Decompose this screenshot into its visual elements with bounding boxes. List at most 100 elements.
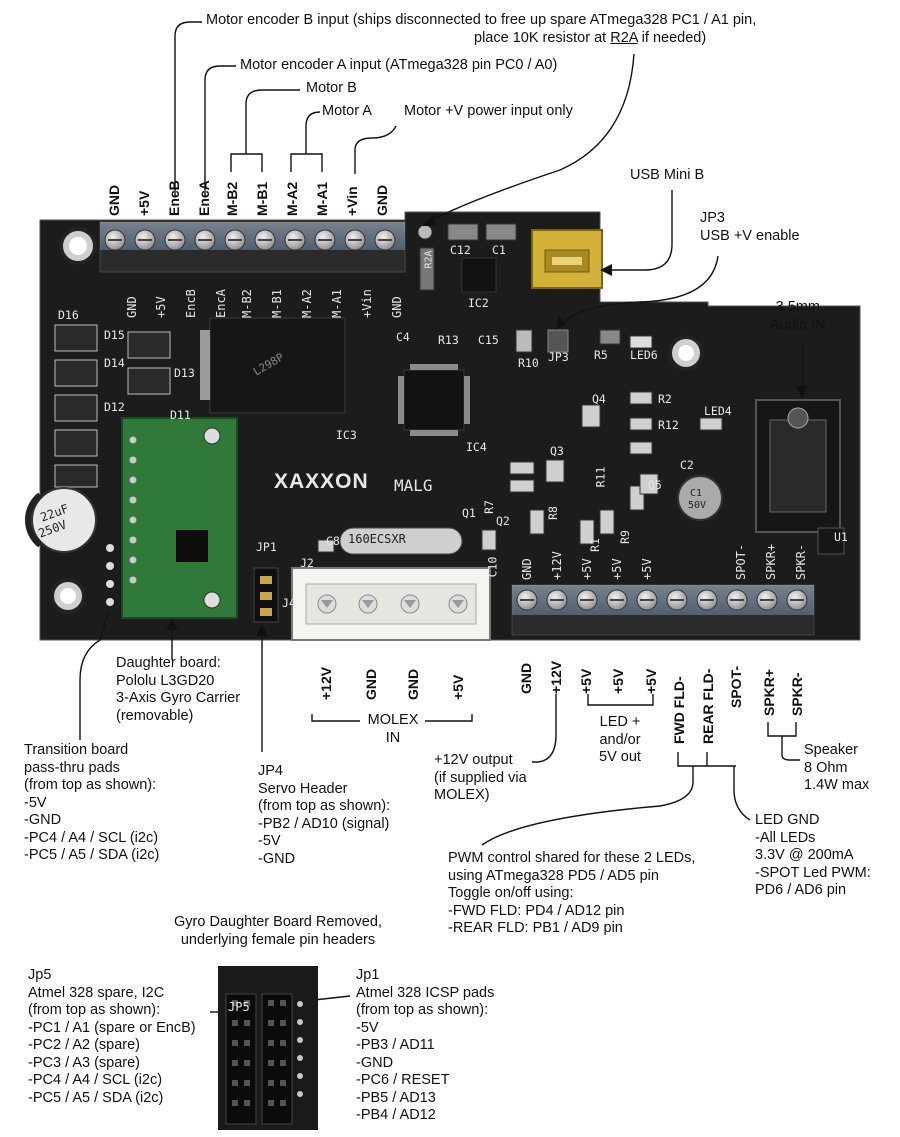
ref-ic2: IC2 bbox=[468, 296, 489, 310]
silk-ma2: M-A2 bbox=[300, 289, 314, 318]
driver-marking: L298P bbox=[250, 350, 287, 379]
cap2-ref-label: C1 bbox=[690, 488, 703, 499]
brand-logo: XAXXON bbox=[274, 470, 369, 493]
silk-b-5v1: +5V bbox=[580, 558, 594, 580]
ref-q4: Q4 bbox=[592, 392, 606, 406]
ref-r8: R8 bbox=[545, 506, 560, 520]
ref-c12: C12 bbox=[450, 243, 471, 257]
ref-r10: R10 bbox=[518, 356, 539, 370]
silk-b-12v: +12V bbox=[550, 551, 564, 580]
ref-r9: R9 bbox=[617, 530, 632, 544]
ref-q5: Q5 bbox=[648, 478, 662, 492]
ref-r5: R5 bbox=[594, 348, 608, 362]
molex-pin-gnd1: GND bbox=[363, 668, 379, 700]
mount-hole-tl bbox=[59, 227, 97, 265]
term-label-encb: EncB bbox=[166, 180, 182, 216]
ref-r2: R2 bbox=[658, 392, 672, 406]
ref-led4: LED4 bbox=[704, 404, 732, 418]
term-label-mb2: M-B2 bbox=[224, 181, 240, 216]
term-label-mb1: M-B1 bbox=[254, 181, 270, 216]
ref-c10: C10 bbox=[485, 556, 500, 578]
term-label-enca: EncA bbox=[196, 180, 212, 216]
ref-d16: D16 bbox=[58, 308, 79, 322]
ref-j4: J4 bbox=[282, 596, 296, 610]
motor-b-annotation: Motor B bbox=[306, 80, 357, 96]
ref-r1: R1 bbox=[587, 538, 602, 552]
molex-pin-12v: +12V bbox=[318, 666, 334, 700]
ref-d14: D14 bbox=[104, 356, 125, 370]
silk-b-gnd: GND bbox=[520, 558, 534, 580]
bottom-terminal-block bbox=[511, 584, 815, 636]
bterm-label-5v2: +5V bbox=[610, 668, 626, 694]
motor-terminal-screws bbox=[104, 229, 396, 251]
silk-b-5v3: +5V bbox=[640, 558, 654, 580]
silk-mb1: M-B1 bbox=[270, 289, 284, 318]
ref-r7: R7 bbox=[481, 500, 496, 514]
jp5-annotation: Jp5 Atmel 328 spare, I2C (from top as sh… bbox=[28, 967, 196, 1106]
bterm-label-spkr-plus: SPKR+ bbox=[761, 668, 777, 716]
ref-r12: R12 bbox=[658, 418, 679, 432]
silk-mb2: M-B2 bbox=[240, 289, 254, 318]
enc-b-annotation-line2: place 10K resistor at R2A if needed) bbox=[474, 30, 707, 46]
silk-b-spot: SPOT- bbox=[734, 543, 748, 580]
usb-annotation: USB Mini B bbox=[630, 167, 705, 183]
bterm-label-12v: +12V bbox=[548, 660, 564, 694]
ref-q3: Q3 bbox=[550, 444, 564, 458]
ref-c2: C2 bbox=[680, 458, 694, 472]
ref-c15: C15 bbox=[478, 333, 499, 347]
term-label-gnd2: GND bbox=[374, 184, 390, 216]
silk-b-5v2: +5V bbox=[610, 558, 624, 580]
led-plus-annotation: LED + and/or 5V out bbox=[599, 714, 641, 765]
ref-c8: C8 bbox=[326, 534, 340, 548]
atmega328-chip bbox=[398, 364, 470, 436]
molex-connector bbox=[291, 567, 491, 641]
ref-q1: Q1 bbox=[462, 506, 476, 520]
term-label-ma2: M-A2 bbox=[284, 181, 300, 216]
bterm-label-5v3: +5V bbox=[643, 668, 659, 694]
motor-terminal-block bbox=[99, 221, 406, 273]
bterm-label-spkr-minus: SPKR- bbox=[789, 672, 805, 716]
silk-gnd: GND bbox=[125, 296, 139, 318]
enc-b-annotation-line1: Motor encoder B input (ships disconnecte… bbox=[206, 12, 757, 28]
term-label-vin: +Vin bbox=[344, 186, 360, 216]
jp4-annotation: JP4 Servo Header (from top as shown): -P… bbox=[258, 763, 391, 867]
speaker-annotation: Speaker 8 Ohm 1.4W max bbox=[804, 742, 870, 793]
ref-r2a: R2A bbox=[423, 250, 435, 269]
silk-vin: +Vin bbox=[360, 289, 374, 318]
transition-pads bbox=[106, 544, 114, 606]
bterm-label-fwd-fld: FWD FLD- bbox=[671, 676, 687, 744]
silk-encb: EncB bbox=[184, 289, 198, 318]
silk-enca: EncA bbox=[214, 289, 228, 318]
jp1-annotation: Jp1 Atmel 328 ICSP pads (from top as sho… bbox=[356, 967, 495, 1123]
silk-gnd2: GND bbox=[390, 296, 404, 318]
ref-j2: J2 bbox=[300, 556, 314, 570]
motor-a-annotation: Motor A bbox=[322, 103, 372, 119]
silk-ma1: M-A1 bbox=[330, 289, 344, 318]
board-model: MALG bbox=[394, 476, 433, 495]
ref-c4: C4 bbox=[396, 330, 410, 344]
molex-label: MOLEX IN bbox=[367, 712, 419, 746]
ref-jp1: JP1 bbox=[256, 540, 277, 554]
crystal-marking: 160ECSXR bbox=[348, 532, 406, 546]
audio-annotation: 3.5mm Audio IN bbox=[770, 299, 826, 333]
transition-board-annotation: Transition board pass-thru pads (from to… bbox=[24, 742, 160, 863]
output-12v-annotation: +12V output (if supplied via MOLEX) bbox=[434, 752, 527, 803]
silk-b-spkrm: SPKR- bbox=[794, 543, 808, 580]
r2a-reference: R2A bbox=[610, 30, 638, 46]
ref-u1: U1 bbox=[834, 530, 848, 544]
ref-q2: Q2 bbox=[496, 514, 510, 528]
female-header-photo bbox=[218, 966, 318, 1130]
gyro-daughter-board bbox=[121, 417, 238, 619]
jp3-annotation: JP3 USB +V enable bbox=[700, 210, 800, 244]
term-label-gnd: GND bbox=[106, 184, 122, 216]
bterm-label-gnd: GND bbox=[518, 662, 534, 694]
silk-b-spkrp: SPKR+ bbox=[764, 543, 778, 580]
ref-d13: D13 bbox=[174, 366, 195, 380]
term-label-ma1: M-A1 bbox=[314, 181, 330, 216]
ref-jp5: JP5 bbox=[228, 1000, 250, 1014]
jp4-servo-header bbox=[253, 567, 279, 623]
ref-ic4: IC4 bbox=[466, 440, 487, 454]
gyro-removed-caption: Gyro Daughter Board Removed, underlying … bbox=[174, 914, 382, 948]
ref-d11: D11 bbox=[170, 408, 191, 422]
